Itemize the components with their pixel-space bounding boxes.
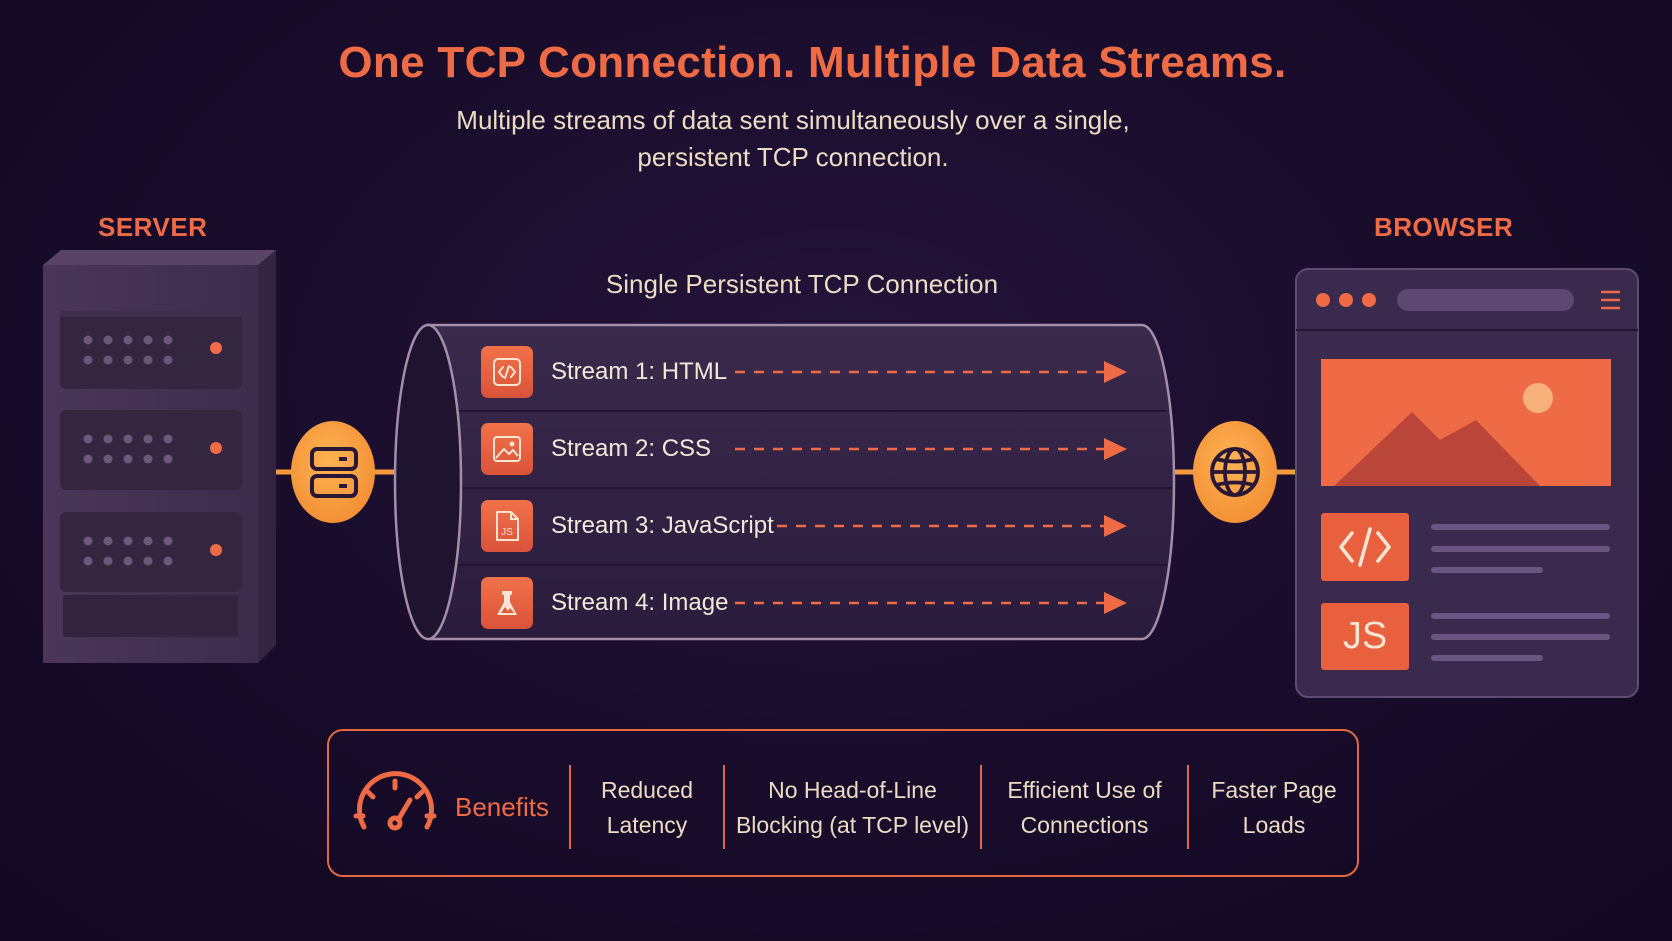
server-icon [310, 447, 358, 498]
js-badge-text: JS [1342, 615, 1388, 657]
server-node [291, 421, 375, 523]
window-dot [1362, 293, 1376, 307]
benefits-panel [327, 729, 1359, 877]
stream-4-icon [481, 577, 533, 629]
hamburger-menu-icon [1601, 290, 1620, 310]
server-unit [60, 311, 242, 389]
stream-2-label: Stream 2: CSS [551, 435, 712, 462]
code-icon [1321, 513, 1409, 581]
window-dot [1339, 293, 1353, 307]
stream-4-label: Stream 4: Image [551, 589, 729, 616]
server-unit [60, 512, 242, 592]
tcp-connection-pipe [393, 323, 1176, 641]
browser-node [1193, 421, 1277, 523]
status-light [210, 442, 222, 454]
stream-arrow [777, 515, 1127, 537]
stream-3-label: Stream 3: JavaScript [551, 512, 774, 539]
svg-text:JS: JS [501, 527, 513, 538]
js-file-icon: JS [496, 511, 519, 541]
benefit-divider [980, 765, 982, 849]
benefit-no-head-of-line-blocking: No Head-of-Line Blocking (at TCP level) [735, 777, 970, 838]
status-light [210, 342, 222, 354]
benefit-divider [723, 765, 725, 849]
stream-1-icon [481, 346, 533, 398]
benefits-heading: Benefits [455, 792, 549, 822]
js-badge [1321, 603, 1409, 670]
benefit-reduced-latency: Reduced Latency [600, 777, 694, 838]
server-rack [43, 250, 276, 663]
stream-arrow [735, 438, 1127, 460]
connection-label: Single Persistent TCP Connection [605, 269, 999, 299]
diagram-subtitle: Multiple streams of data sent simultaneo… [456, 105, 1130, 172]
benefit-divider [1187, 765, 1189, 849]
status-light [210, 544, 222, 556]
image-icon [493, 436, 521, 462]
image-file-icon [497, 591, 517, 615]
stream-3-icon: JS [481, 500, 533, 552]
speedometer-icon [353, 771, 437, 831]
server-label: SERVER [98, 212, 208, 242]
code-icon [493, 358, 521, 386]
browser-window [1295, 268, 1639, 698]
benefit-faster-page-loads: Faster Page Loads [1211, 777, 1337, 838]
browser-label: BROWSER [1374, 212, 1514, 242]
stream-1-label: Stream 1: HTML [551, 358, 728, 385]
server-unit [60, 410, 242, 490]
mountain-image-icon [1321, 359, 1611, 486]
benefit-efficient-connections: Efficient Use of Connections [1007, 777, 1162, 838]
address-bar [1397, 289, 1574, 311]
globe-icon [1210, 447, 1260, 497]
stream-arrow [735, 592, 1127, 614]
diagram-title: One TCP Connection. Multiple Data Stream… [338, 38, 1287, 87]
stream-arrow [735, 361, 1127, 383]
window-dot [1316, 293, 1330, 307]
benefit-divider [569, 765, 571, 849]
stream-2-icon [481, 423, 533, 475]
content-lines [1431, 524, 1610, 661]
